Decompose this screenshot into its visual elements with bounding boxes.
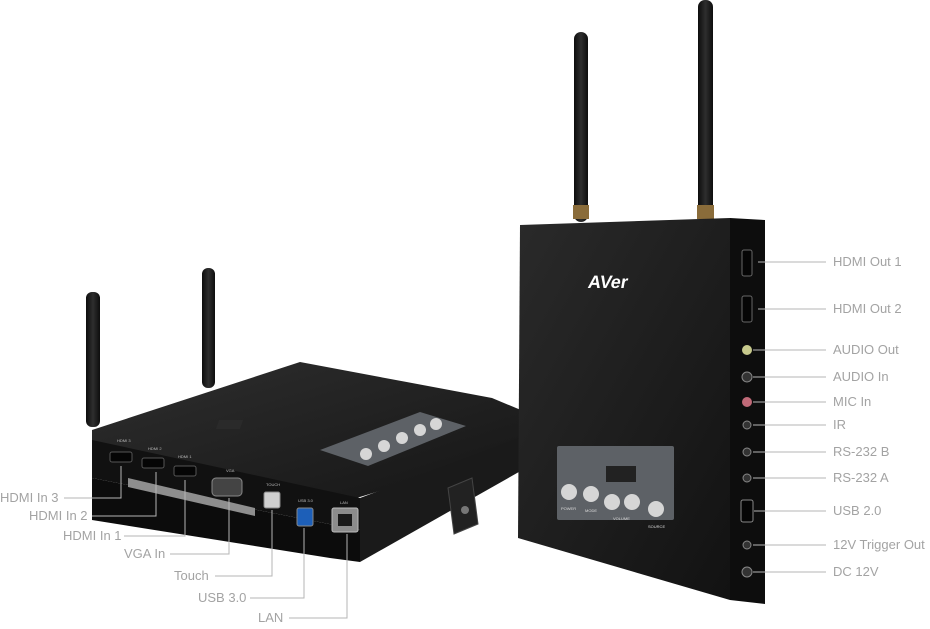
label-12v-trigger-out: 12V Trigger Out — [833, 537, 925, 552]
label-hdmi-in-2: HDMI In 2 — [29, 508, 88, 523]
svg-text:LAN: LAN — [340, 500, 348, 505]
left-logo: AVer — [126, 388, 158, 403]
right-control-panel — [557, 446, 674, 520]
label-ir: IR — [833, 417, 846, 432]
right-ports — [740, 249, 754, 578]
svg-text:USB 3.0: USB 3.0 — [298, 498, 314, 503]
right-device: AVer POWER MODE VOLUME SOURCE — [518, 0, 765, 604]
svg-text:MODE: MODE — [585, 508, 597, 513]
right-logo: AVer — [587, 272, 630, 292]
label-mic-in: MIC In — [833, 394, 872, 409]
left-antenna-rear — [86, 292, 100, 427]
left-antenna-front — [202, 268, 215, 388]
label-usb-3: USB 3.0 — [198, 590, 247, 605]
label-rs232-b: RS-232 B — [833, 444, 890, 459]
svg-text:VOLUME: VOLUME — [613, 516, 630, 521]
leader-lines — [64, 261, 826, 619]
label-touch: Touch — [174, 568, 209, 583]
svg-text:HDMI 1: HDMI 1 — [178, 454, 192, 459]
label-audio-in: AUDIO In — [833, 369, 889, 384]
label-audio-out: AUDIO Out — [833, 342, 899, 357]
label-hdmi-out-2: HDMI Out 2 — [833, 301, 902, 316]
right-device-side — [730, 218, 765, 604]
svg-text:SOURCE: SOURCE — [648, 524, 665, 529]
label-hdmi-in-3: HDMI In 3 — [0, 490, 59, 505]
label-vga-in: VGA In — [124, 546, 166, 561]
label-hdmi-in-1: HDMI In 1 — [63, 528, 122, 543]
label-hdmi-out-1: HDMI Out 1 — [833, 254, 902, 269]
right-antenna-left — [574, 32, 588, 222]
svg-text:VGA: VGA — [226, 468, 235, 473]
label-rs232-a: RS-232 A — [833, 470, 889, 485]
left-control-panel — [320, 412, 466, 466]
svg-text:HDMI 3: HDMI 3 — [117, 438, 131, 443]
svg-text:POWER: POWER — [561, 506, 576, 511]
svg-text:HDMI 2: HDMI 2 — [148, 446, 162, 451]
label-usb-2: USB 2.0 — [833, 503, 882, 518]
right-antenna-right — [698, 0, 713, 218]
svg-text:TOUCH: TOUCH — [266, 482, 280, 487]
left-device: AVer HDMI 3 HDMI 2 HDMI 1 VGA TOUCH USB … — [86, 268, 540, 562]
label-lan: LAN — [258, 610, 284, 625]
label-dc-12v: DC 12V — [833, 564, 879, 579]
left-ports — [109, 451, 359, 533]
